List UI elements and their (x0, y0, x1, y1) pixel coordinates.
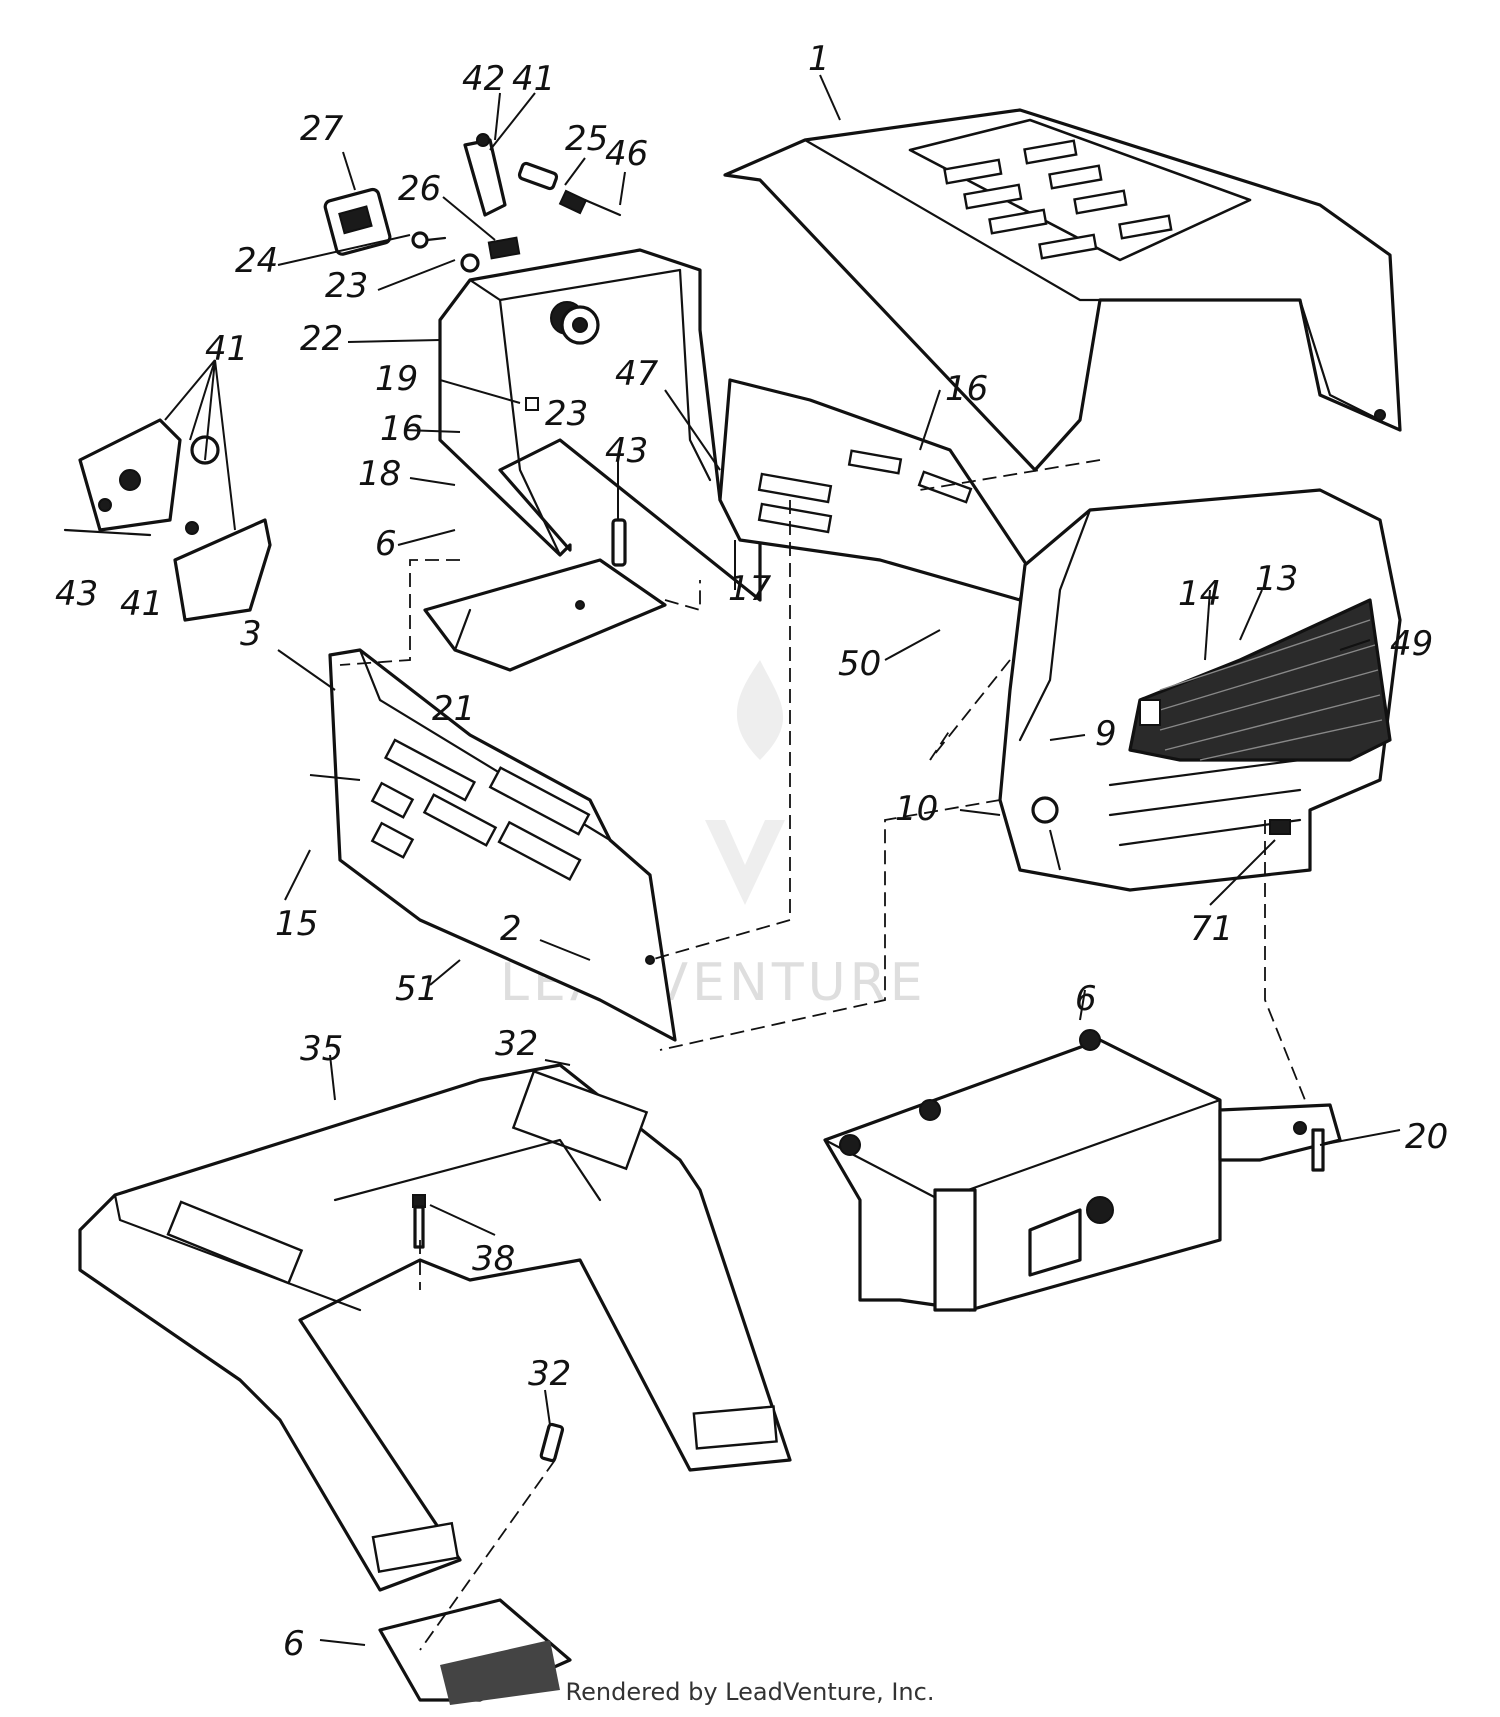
callout-13: 13 (1255, 559, 1298, 599)
callout-19: 19 (375, 359, 418, 399)
callout-35: 35 (300, 1029, 343, 1069)
callout-41: 41 (512, 59, 555, 99)
callout-24: 24 (235, 241, 278, 281)
callout-21: 21 (432, 689, 475, 729)
callout-46: 46 (605, 134, 648, 174)
callout-leaders (164, 74, 1401, 1646)
grille-mesh (1159, 619, 1383, 761)
callout-3: 3 (240, 614, 262, 654)
callout-71: 71 (1190, 909, 1233, 949)
callout-23: 23 (545, 394, 588, 434)
callout-18: 18 (358, 454, 401, 494)
callout-38: 38 (472, 1239, 515, 1279)
assembly-guide-lines (339, 459, 1306, 1651)
part-bolt-38 (412, 1194, 426, 1249)
callout-17: 17 (728, 569, 772, 609)
callout-6: 6 (375, 524, 397, 564)
callout-23: 23 (325, 266, 368, 306)
part-nose-grille (998, 488, 1402, 892)
callout-labels: 1 27 42 41 25 46 26 24 23 22 23 19 16 18… (55, 39, 1448, 1664)
callout-6: 6 (283, 1624, 305, 1664)
part-switch-26 (487, 236, 521, 260)
callout-10: 10 (895, 789, 938, 829)
part-rear-fender-35 (78, 1063, 792, 1592)
callout-27: 27 (300, 109, 344, 149)
callout-16: 15 (275, 904, 318, 944)
callout-41: 41 (120, 584, 163, 624)
hood-vents (943, 139, 1173, 260)
callout-20: 20 (1405, 1117, 1448, 1157)
callout-22: 22 (300, 319, 343, 359)
callout-26: 26 (398, 169, 441, 209)
part-footrest (378, 1598, 572, 1705)
callout-32: 32 (495, 1024, 538, 1064)
callout-25: 25 (565, 119, 608, 159)
part-side-bracket-assembly (63, 418, 272, 622)
callout-16: 16 (945, 369, 988, 409)
callout-32: 32 (528, 1354, 571, 1394)
part-front-panel-51 (328, 648, 677, 1042)
footer-credit: Rendered by LeadVenture, Inc. (565, 1678, 935, 1706)
watermark-logo (705, 660, 785, 905)
part-bolt-32-lower (539, 1422, 565, 1463)
part-frame (823, 1029, 1342, 1312)
callout-1: 1 (808, 39, 830, 79)
callout-15: 16 (380, 409, 423, 449)
callout-47: 47 (615, 354, 659, 394)
callout-42: 42 (462, 59, 505, 99)
part-upper-bracket (463, 133, 507, 217)
callout-14: 14 (1178, 574, 1221, 614)
callout-2: 2 (500, 909, 522, 949)
callout-45: 43 (605, 431, 648, 471)
part-dash-panel (438, 248, 762, 602)
part-ignition-switch (560, 305, 600, 345)
part-mounting-bracket-21 (423, 558, 667, 672)
part-key (411, 231, 447, 249)
callout-51: 51 (395, 969, 438, 1009)
callout-9: 9 (1095, 714, 1117, 754)
callout-43: 43 (55, 574, 98, 614)
part-throttle-control (323, 187, 392, 256)
part-cable-assembly (517, 161, 622, 217)
part-hood-top (723, 108, 1402, 472)
callout-49: 49 (1390, 624, 1433, 664)
callout-41: 41 (205, 329, 248, 369)
callout-50: 50 (838, 644, 881, 684)
part-washers (460, 253, 480, 273)
callout-6: 6 (1075, 979, 1097, 1019)
part-bolt-45 (611, 518, 627, 567)
